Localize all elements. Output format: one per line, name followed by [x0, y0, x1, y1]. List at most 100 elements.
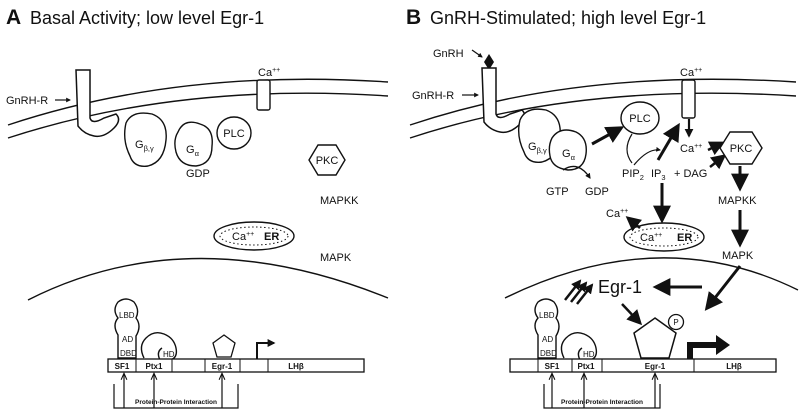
dbd-label-b: DBD	[540, 349, 557, 358]
g-alpha-protein-b	[548, 129, 587, 171]
transcription-start-arrow	[256, 339, 276, 360]
lhb-gene-label: LHβ	[288, 362, 304, 371]
transcription-start-arrow-b	[687, 342, 718, 360]
pip2-to-ip3-curve	[633, 147, 661, 166]
galpha-to-plc-arrow	[591, 126, 625, 146]
ca-er-release-label: Ca++	[606, 208, 628, 220]
sf1-site-label: SF1	[115, 362, 130, 371]
mapk-to-egr1-arrow	[704, 265, 742, 311]
transcription-arrow-head-b	[716, 335, 730, 355]
plc-enzyme-b	[620, 101, 660, 135]
ad-label-b: AD	[542, 335, 553, 344]
pkc-kinase-b	[719, 131, 763, 165]
mapk-label: MAPK	[320, 252, 352, 264]
hd-label: HD	[163, 350, 175, 359]
gnrh-pointer	[471, 49, 483, 58]
ppi-bracket	[113, 384, 239, 409]
gtp-label: GTP	[546, 186, 569, 198]
g-beta-gamma-label: Gβ,γ	[135, 139, 154, 153]
gtp-gdp-arrow	[562, 165, 591, 179]
sf1-protein	[114, 298, 140, 359]
lbd-label-b: LBD	[539, 311, 555, 320]
promoter-dna-b	[509, 358, 777, 373]
hd-label-b: HD	[583, 350, 595, 359]
ca-channel-label-b: Ca++	[680, 67, 702, 79]
egr1-protein-low	[212, 334, 236, 358]
plc-enzyme	[216, 116, 252, 150]
egr1-to-protein-arrow	[621, 303, 643, 326]
pkc-label-b: PKC	[730, 143, 753, 155]
mapk-label-b: MAPK	[722, 250, 754, 262]
ca-to-pkc-arrow	[707, 141, 725, 156]
er-ca-release-arrow	[625, 216, 643, 232]
plasma-membrane-inner-b	[409, 92, 797, 139]
sf1-site-label-b: SF1	[545, 362, 560, 371]
ip3-to-ca-channel-arrow	[656, 122, 680, 161]
g-beta-gamma-label-b: Gβ,γ	[528, 141, 547, 155]
panel-a: A Basal Activity; low level Egr-1 GnRH-R…	[6, 6, 389, 409]
plc-label: PLC	[223, 128, 244, 140]
er-ca-label: Ca++	[232, 231, 254, 243]
er-label-b: ER	[677, 232, 692, 244]
ad-label: AD	[122, 335, 133, 344]
pkc-kinase	[308, 144, 346, 176]
ca-channel-label: Ca++	[258, 67, 280, 79]
egr1-high-label: Egr-1	[598, 277, 642, 297]
ptx1-site-label: Ptx1	[146, 362, 163, 371]
pkc-label: PKC	[316, 155, 339, 167]
sf1-protein-b	[534, 298, 560, 359]
er-inner	[219, 226, 289, 246]
er-inner-b	[629, 227, 699, 247]
gdp-label: GDP	[186, 168, 210, 180]
egr1-upregulation-arrow-2	[570, 281, 588, 303]
g-beta-gamma-protein	[123, 112, 167, 167]
panel-b-letter: B	[406, 6, 421, 29]
plasma-membrane-inner	[7, 92, 389, 139]
lbd-label: LBD	[119, 311, 135, 320]
plasma-membrane-outer-b	[409, 78, 797, 126]
mapkk-label: MAPKK	[320, 195, 359, 207]
gnrh-receptor	[75, 69, 120, 138]
egr1-upregulation-arrow-1	[564, 279, 582, 301]
er-ca-label-b: Ca++	[640, 232, 662, 244]
g-alpha-protein	[174, 121, 213, 167]
gnrh-r-label-b: GnRH-R	[412, 90, 454, 102]
ppi-label-b: Protein-Protein Interaction	[561, 399, 643, 406]
pip2-label: PIP2	[622, 168, 644, 182]
mapkk-label-b: MAPKK	[718, 195, 757, 207]
plc-label-b: PLC	[629, 113, 650, 125]
gnrh-r-label: GnRH-R	[6, 95, 48, 107]
gnrh-label: GnRH	[433, 48, 464, 60]
ppi-bracket-b	[543, 384, 661, 409]
nuclear-membrane	[27, 257, 389, 301]
egr1-site-label: Egr-1	[212, 362, 233, 371]
plasma-membrane-outer	[7, 78, 389, 126]
nuclear-membrane-b	[504, 257, 799, 299]
phospho-label: P	[673, 318, 678, 327]
plc-to-pip2-curve	[626, 133, 633, 164]
egr1-site-label-b: Egr-1	[645, 362, 666, 371]
dbd-label: DBD	[120, 349, 137, 358]
ip3-label: IP3	[651, 168, 666, 182]
panel-b: B GnRH-Stimulated; high level Egr-1 GnRH…	[406, 6, 799, 409]
ppi-label: Protein-Protein Interaction	[135, 399, 217, 406]
panel-b-title: GnRH-Stimulated; high level Egr-1	[430, 8, 706, 28]
er-label: ER	[264, 231, 279, 243]
ca-channel	[256, 79, 271, 111]
ptx1-site-label-b: Ptx1	[578, 362, 595, 371]
lhb-gene-label-b: LHβ	[726, 362, 742, 371]
phospho-group	[667, 313, 685, 331]
egr1-upregulation-arrow-3	[576, 283, 594, 305]
dag-label: + DAG	[674, 168, 707, 180]
egr1-protein-high	[633, 317, 677, 359]
ca-cytosol-label: Ca++	[680, 143, 702, 155]
panel-a-title: Basal Activity; low level Egr-1	[30, 8, 264, 28]
gnrh-ligand	[484, 54, 494, 70]
dag-to-pkc-arrow	[709, 154, 727, 170]
gdp-label-b: GDP	[585, 186, 609, 198]
g-alpha-label: Gα	[186, 144, 200, 158]
panel-a-letter: A	[6, 6, 21, 29]
g-alpha-label-b: Gα	[562, 148, 576, 162]
ca-channel-b	[681, 79, 696, 119]
